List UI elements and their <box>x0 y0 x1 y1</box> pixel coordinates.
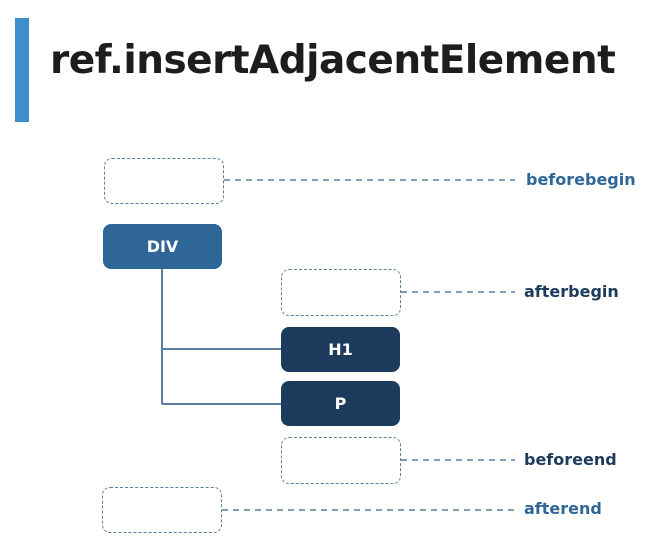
title-accent-bar <box>15 18 29 122</box>
h1-node-label: H1 <box>328 340 353 359</box>
afterend-slot <box>102 487 222 533</box>
p-node: P <box>281 381 400 426</box>
h1-node: H1 <box>281 327 400 372</box>
p-node-label: P <box>334 394 347 413</box>
beforebegin-slot <box>104 158 224 204</box>
div-node-label: DIV <box>146 237 179 256</box>
beforeend-label: beforeend <box>524 450 617 469</box>
beforebegin-label: beforebegin <box>526 170 636 189</box>
div-node: DIV <box>103 224 222 269</box>
beforeend-slot <box>281 437 401 484</box>
page-title: ref.insertAdjacentElement <box>50 38 616 83</box>
afterbegin-label: afterbegin <box>524 282 619 301</box>
afterbegin-slot <box>281 269 401 316</box>
afterend-label: afterend <box>524 499 602 518</box>
